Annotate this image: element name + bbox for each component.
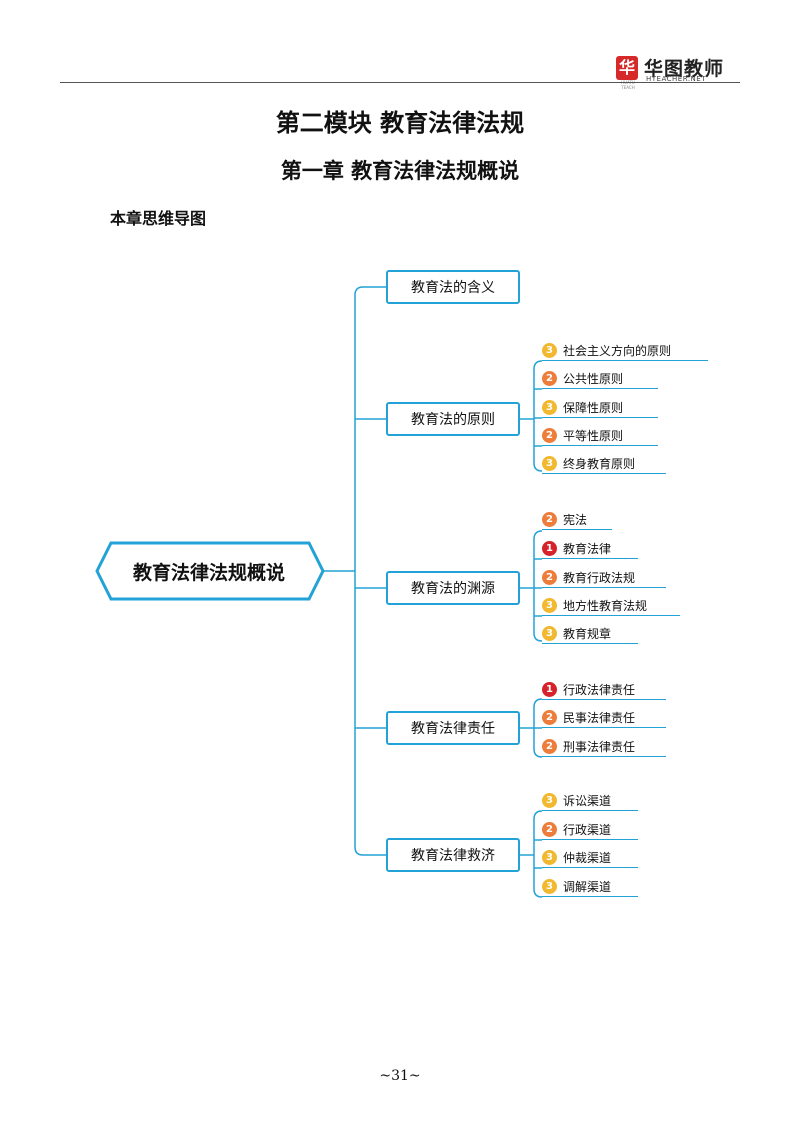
leaf-label: 民事法律责任: [563, 711, 636, 725]
leaf-item: 2 刑事法律责任: [542, 737, 666, 757]
root-node: 教育法律法规概说: [132, 561, 285, 584]
branch-meaning: 教育法的含义: [386, 270, 520, 304]
level-3-badge-icon: 3: [542, 400, 557, 415]
leaf-label: 地方性教育法规: [563, 599, 648, 613]
leaf-label: 行政法律责任: [563, 683, 636, 697]
root-node-shape: [95, 541, 325, 601]
page-number: ~31~: [379, 1068, 421, 1084]
logo-name: 华图教师: [644, 58, 725, 80]
level-3-badge-icon: 3: [542, 598, 557, 613]
leaf-label: 终身教育原则: [563, 457, 636, 471]
leaf-item: 2 民事法律责任: [542, 708, 666, 728]
leaf-label: 调解渠道: [563, 880, 612, 894]
level-1-badge-icon: 1: [542, 541, 557, 556]
leaf-label: 平等性原则: [563, 429, 624, 443]
leaf-label: 教育行政法规: [563, 571, 636, 585]
level-2-badge-icon: 2: [542, 739, 557, 754]
leaf-item: 3 保障性原则: [542, 398, 658, 418]
leaf-label: 保障性原则: [563, 401, 624, 415]
leaf-label: 公共性原则: [563, 372, 624, 386]
leaf-label: 社会主义方向的原则: [563, 344, 672, 358]
leaf-item: 3 终身教育原则: [542, 454, 666, 474]
level-2-badge-icon: 2: [542, 710, 557, 725]
header-rule: [60, 82, 740, 83]
level-2-badge-icon: 2: [542, 822, 557, 837]
leaf-item: 2 行政渠道: [542, 820, 638, 840]
section-title: 本章思维导图: [110, 209, 207, 228]
leaf-label: 行政渠道: [563, 823, 612, 837]
level-3-badge-icon: 3: [542, 456, 557, 471]
leaf-label: 宪法: [563, 513, 588, 527]
level-1-badge-icon: 1: [542, 682, 557, 697]
module-title: 第二模块 教育法律法规: [275, 108, 525, 137]
leaf-label: 教育法律: [563, 542, 612, 556]
branch-principles: 教育法的原则: [386, 402, 520, 436]
leaf-label: 教育规章: [563, 627, 612, 641]
branch-liability: 教育法律责任: [386, 711, 520, 745]
leaf-item: 1 教育法律: [542, 539, 638, 559]
leaf-item: 2 平等性原则: [542, 426, 658, 446]
level-3-badge-icon: 3: [542, 850, 557, 865]
leaf-label: 刑事法律责任: [563, 740, 636, 754]
leaf-item: 1 行政法律责任: [542, 680, 666, 700]
branch-sources: 教育法的渊源: [386, 571, 520, 605]
logo-mark-icon: 华: [616, 56, 638, 80]
leaf-item: 2 公共性原则: [542, 369, 658, 389]
main-trunk: [354, 286, 364, 856]
leaf-label: 仲裁渠道: [563, 851, 612, 865]
leaf-item: 3 社会主义方向的原则: [542, 341, 708, 361]
branch-remedy: 教育法律救济: [386, 838, 520, 872]
leaf-item: 2 宪法: [542, 510, 612, 530]
leaf-item: 3 调解渠道: [542, 877, 638, 897]
level-3-badge-icon: 3: [542, 626, 557, 641]
logo-url: HTEACHER.NET: [646, 75, 706, 83]
level-3-badge-icon: 3: [542, 879, 557, 894]
leaf-item: 3 仲裁渠道: [542, 848, 638, 868]
leaf-item: 3 地方性教育法规: [542, 596, 680, 616]
brand-logo: 华 HUATU TEACH 华图教师 HTEACHER.NET: [616, 54, 736, 90]
leaf-item: 3 诉讼渠道: [542, 791, 638, 811]
level-2-badge-icon: 2: [542, 570, 557, 585]
chapter-title: 第一章 教育法律法规概说: [280, 158, 520, 183]
leaf-label: 诉讼渠道: [563, 794, 612, 808]
level-2-badge-icon: 2: [542, 371, 557, 386]
level-3-badge-icon: 3: [542, 793, 557, 808]
level-2-badge-icon: 2: [542, 512, 557, 527]
leaf-item: 3 教育规章: [542, 624, 638, 644]
level-3-badge-icon: 3: [542, 343, 557, 358]
leaf-item: 2 教育行政法规: [542, 568, 666, 588]
level-2-badge-icon: 2: [542, 428, 557, 443]
